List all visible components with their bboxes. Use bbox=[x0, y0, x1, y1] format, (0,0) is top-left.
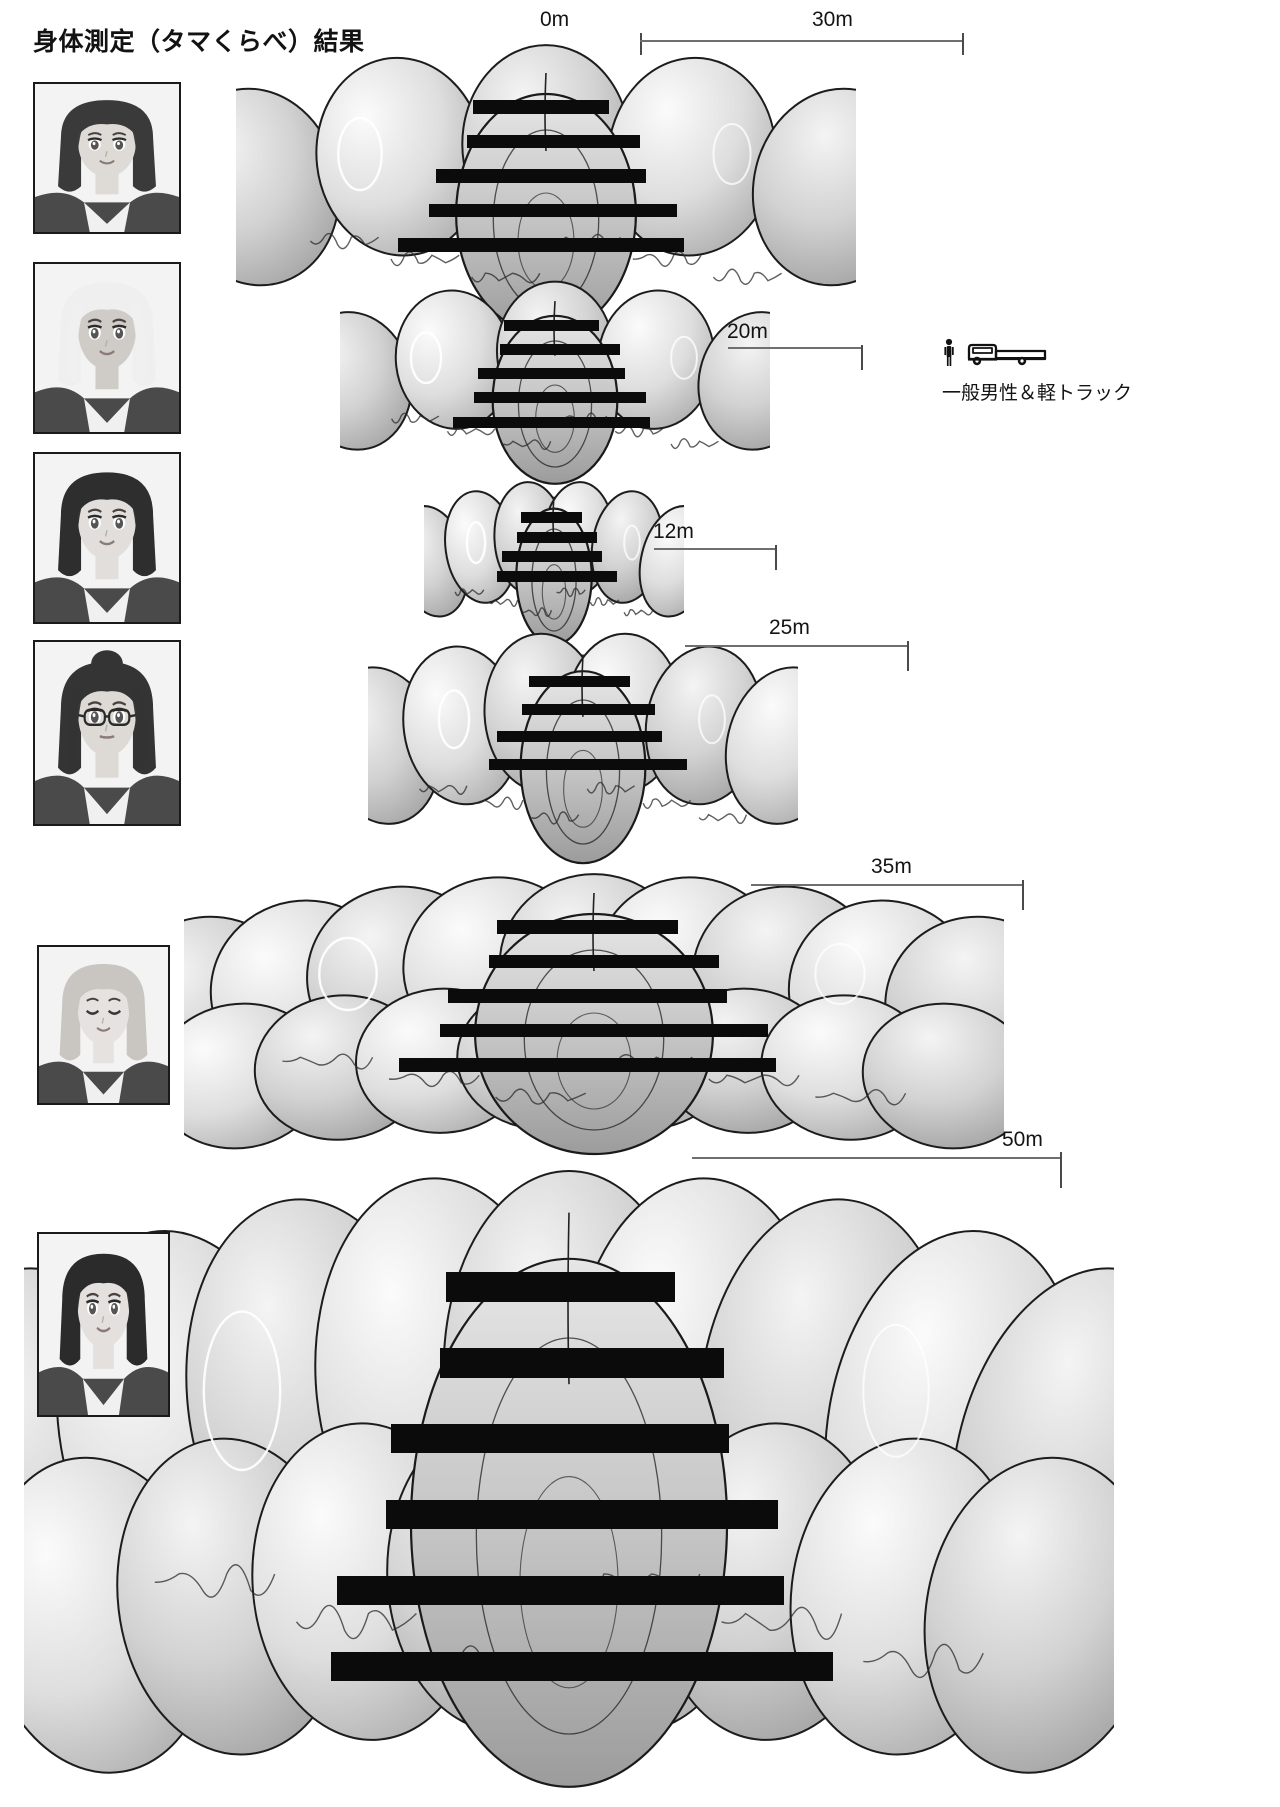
subject-3 bbox=[424, 478, 684, 648]
scale-0m-tick bbox=[640, 33, 642, 55]
scale-20m-tick bbox=[861, 345, 863, 370]
scale-25m-label: 25m bbox=[769, 616, 810, 639]
subject-1-censor-bar bbox=[429, 203, 678, 217]
subject-1-censor-bar bbox=[398, 238, 684, 252]
subject-2-censor-bar bbox=[474, 392, 647, 404]
subject-5-censor-bar bbox=[439, 1023, 768, 1037]
portrait-white-wavy bbox=[33, 262, 181, 434]
scale-12m-label: 12m bbox=[653, 520, 694, 543]
subject-2 bbox=[340, 278, 770, 488]
subject-2-censor-bar bbox=[504, 320, 599, 331]
subject-1-censor-bar bbox=[466, 134, 641, 148]
portrait-long-dark-2 bbox=[37, 1232, 170, 1417]
scale-30m-line bbox=[640, 40, 962, 42]
subject-6-censor-bar bbox=[391, 1423, 730, 1454]
scale-20m-label: 20m bbox=[727, 320, 768, 343]
subject-5 bbox=[184, 860, 1004, 1160]
subject-3-censor-bar bbox=[497, 570, 617, 582]
subject-3-censor-bar bbox=[516, 531, 598, 543]
person-icon bbox=[944, 338, 954, 366]
scale-30m-label: 30m bbox=[812, 8, 853, 31]
scale-12m-tick bbox=[775, 545, 777, 570]
scale-12m-line bbox=[654, 548, 775, 550]
scale-35m-label: 35m bbox=[871, 855, 912, 878]
scale-25m-line bbox=[685, 645, 907, 647]
subject-6-censor-bar bbox=[440, 1347, 724, 1378]
subject-5-censor-bar bbox=[489, 954, 719, 968]
subject-6-censor-bar bbox=[445, 1272, 675, 1302]
portrait-light-long-wavy bbox=[37, 945, 170, 1105]
scale-20m-line bbox=[728, 347, 861, 349]
subject-6-censor-bar bbox=[331, 1651, 833, 1682]
scale-30m-tick bbox=[962, 33, 964, 55]
scale-35m-tick bbox=[1022, 880, 1024, 910]
subject-2-censor-bar bbox=[478, 368, 625, 380]
reference-label: 一般男性＆軽トラック bbox=[942, 383, 1133, 404]
subject-2-censor-bar bbox=[499, 344, 621, 356]
subject-4-censor-bar bbox=[489, 758, 688, 770]
subject-3-censor-bar bbox=[521, 512, 583, 523]
scale-35m-line bbox=[751, 884, 1022, 886]
scale-25m-tick bbox=[907, 641, 909, 671]
subject-4-censor-bar bbox=[521, 703, 655, 715]
portrait-dark-bob bbox=[33, 82, 181, 234]
scale-0m-label: 0m bbox=[540, 8, 570, 31]
portrait-long-dark bbox=[33, 452, 181, 624]
reference-scale-block: 一般男性＆軽トラック bbox=[942, 336, 1132, 405]
subject-4-censor-bar bbox=[529, 676, 631, 687]
subject-3-censor-bar bbox=[501, 551, 602, 563]
subject-4-censor-bar bbox=[496, 731, 663, 743]
subject-4 bbox=[368, 628, 798, 868]
subject-1-censor-bar bbox=[435, 169, 647, 183]
scale-50m-tick bbox=[1060, 1152, 1062, 1188]
scale-50m-label: 50m bbox=[1002, 1128, 1043, 1151]
subject-6-censor-bar bbox=[336, 1575, 784, 1606]
reference-icons bbox=[942, 336, 1132, 372]
subject-6-censor-bar bbox=[385, 1499, 779, 1530]
portrait-bun-glasses bbox=[33, 640, 181, 826]
page-title: 身体測定（タマくらべ）結果 bbox=[33, 28, 365, 56]
scale-50m-line bbox=[692, 1157, 1060, 1159]
subject-2-censor-bar bbox=[452, 416, 651, 428]
subject-1 bbox=[236, 40, 856, 340]
subject-5-censor-bar bbox=[497, 920, 678, 934]
light-truck-icon bbox=[967, 343, 1047, 366]
subject-5-censor-bar bbox=[398, 1058, 777, 1072]
subject-1-censor-bar bbox=[472, 100, 610, 114]
subject-6 bbox=[24, 1140, 1114, 1800]
subject-5-censor-bar bbox=[448, 989, 727, 1003]
